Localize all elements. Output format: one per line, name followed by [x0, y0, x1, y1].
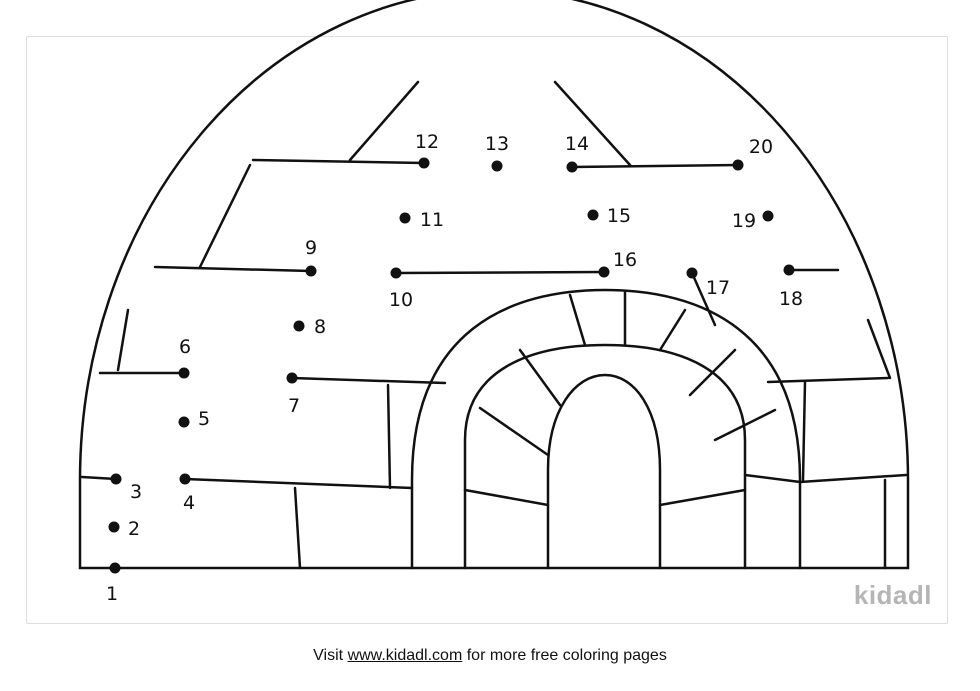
dot-20	[732, 159, 744, 171]
dot-label-18: 18	[779, 288, 803, 310]
dot-label-7: 7	[288, 395, 300, 417]
dot-label-17: 17	[706, 277, 730, 299]
dot-label-6: 6	[179, 336, 191, 358]
dot-10	[390, 267, 402, 279]
dot-label-5: 5	[198, 408, 210, 430]
brick-lines	[80, 80, 908, 570]
dot-18	[783, 264, 795, 276]
dot-16	[598, 266, 610, 278]
dot-3	[110, 473, 122, 485]
dot-4	[179, 473, 191, 485]
dot-label-4: 4	[183, 492, 195, 514]
dot-8	[293, 320, 305, 332]
footer-prefix: Visit	[313, 647, 344, 664]
footer-suffix: for more free coloring pages	[466, 647, 667, 664]
dot-11	[399, 212, 411, 224]
dot-label-20: 20	[749, 136, 773, 158]
dot-label-10: 10	[389, 289, 413, 311]
dot-label-19: 19	[732, 210, 756, 232]
dot-17	[686, 267, 698, 279]
dot-label-14: 14	[565, 133, 589, 155]
dot-19	[762, 210, 774, 222]
dot-label-15: 15	[607, 205, 631, 227]
dot-6	[178, 367, 190, 379]
worksheet-frame	[26, 36, 948, 624]
dot-label-16: 16	[613, 249, 637, 271]
dot-label-13: 13	[485, 133, 509, 155]
footer-link[interactable]: www.kidadl.com	[347, 647, 463, 664]
dot-13	[491, 160, 503, 172]
door-inner-arch	[546, 373, 662, 570]
footer: Visit www.kidadl.com for more free color…	[0, 647, 980, 665]
dot-2	[108, 521, 120, 533]
dot-label-9: 9	[305, 237, 317, 259]
dot-12	[418, 157, 430, 169]
dot-7	[286, 372, 298, 384]
dot-9	[305, 265, 317, 277]
dot-label-12: 12	[415, 131, 439, 153]
dot-label-11: 11	[420, 209, 444, 231]
dot-5	[178, 416, 190, 428]
door-mid-arch	[463, 343, 747, 570]
dot-label-1: 1	[106, 583, 118, 605]
door-outer-arch	[410, 288, 802, 570]
dot-14	[566, 161, 578, 173]
dot-label-2: 2	[128, 518, 140, 540]
dot-label-8: 8	[314, 316, 326, 338]
dot-15	[587, 209, 599, 221]
igloo-dome	[78, 0, 910, 570]
dot-1	[109, 562, 121, 574]
kidadl-logo: kidadl	[853, 580, 932, 610]
dot-label-3: 3	[130, 481, 142, 503]
